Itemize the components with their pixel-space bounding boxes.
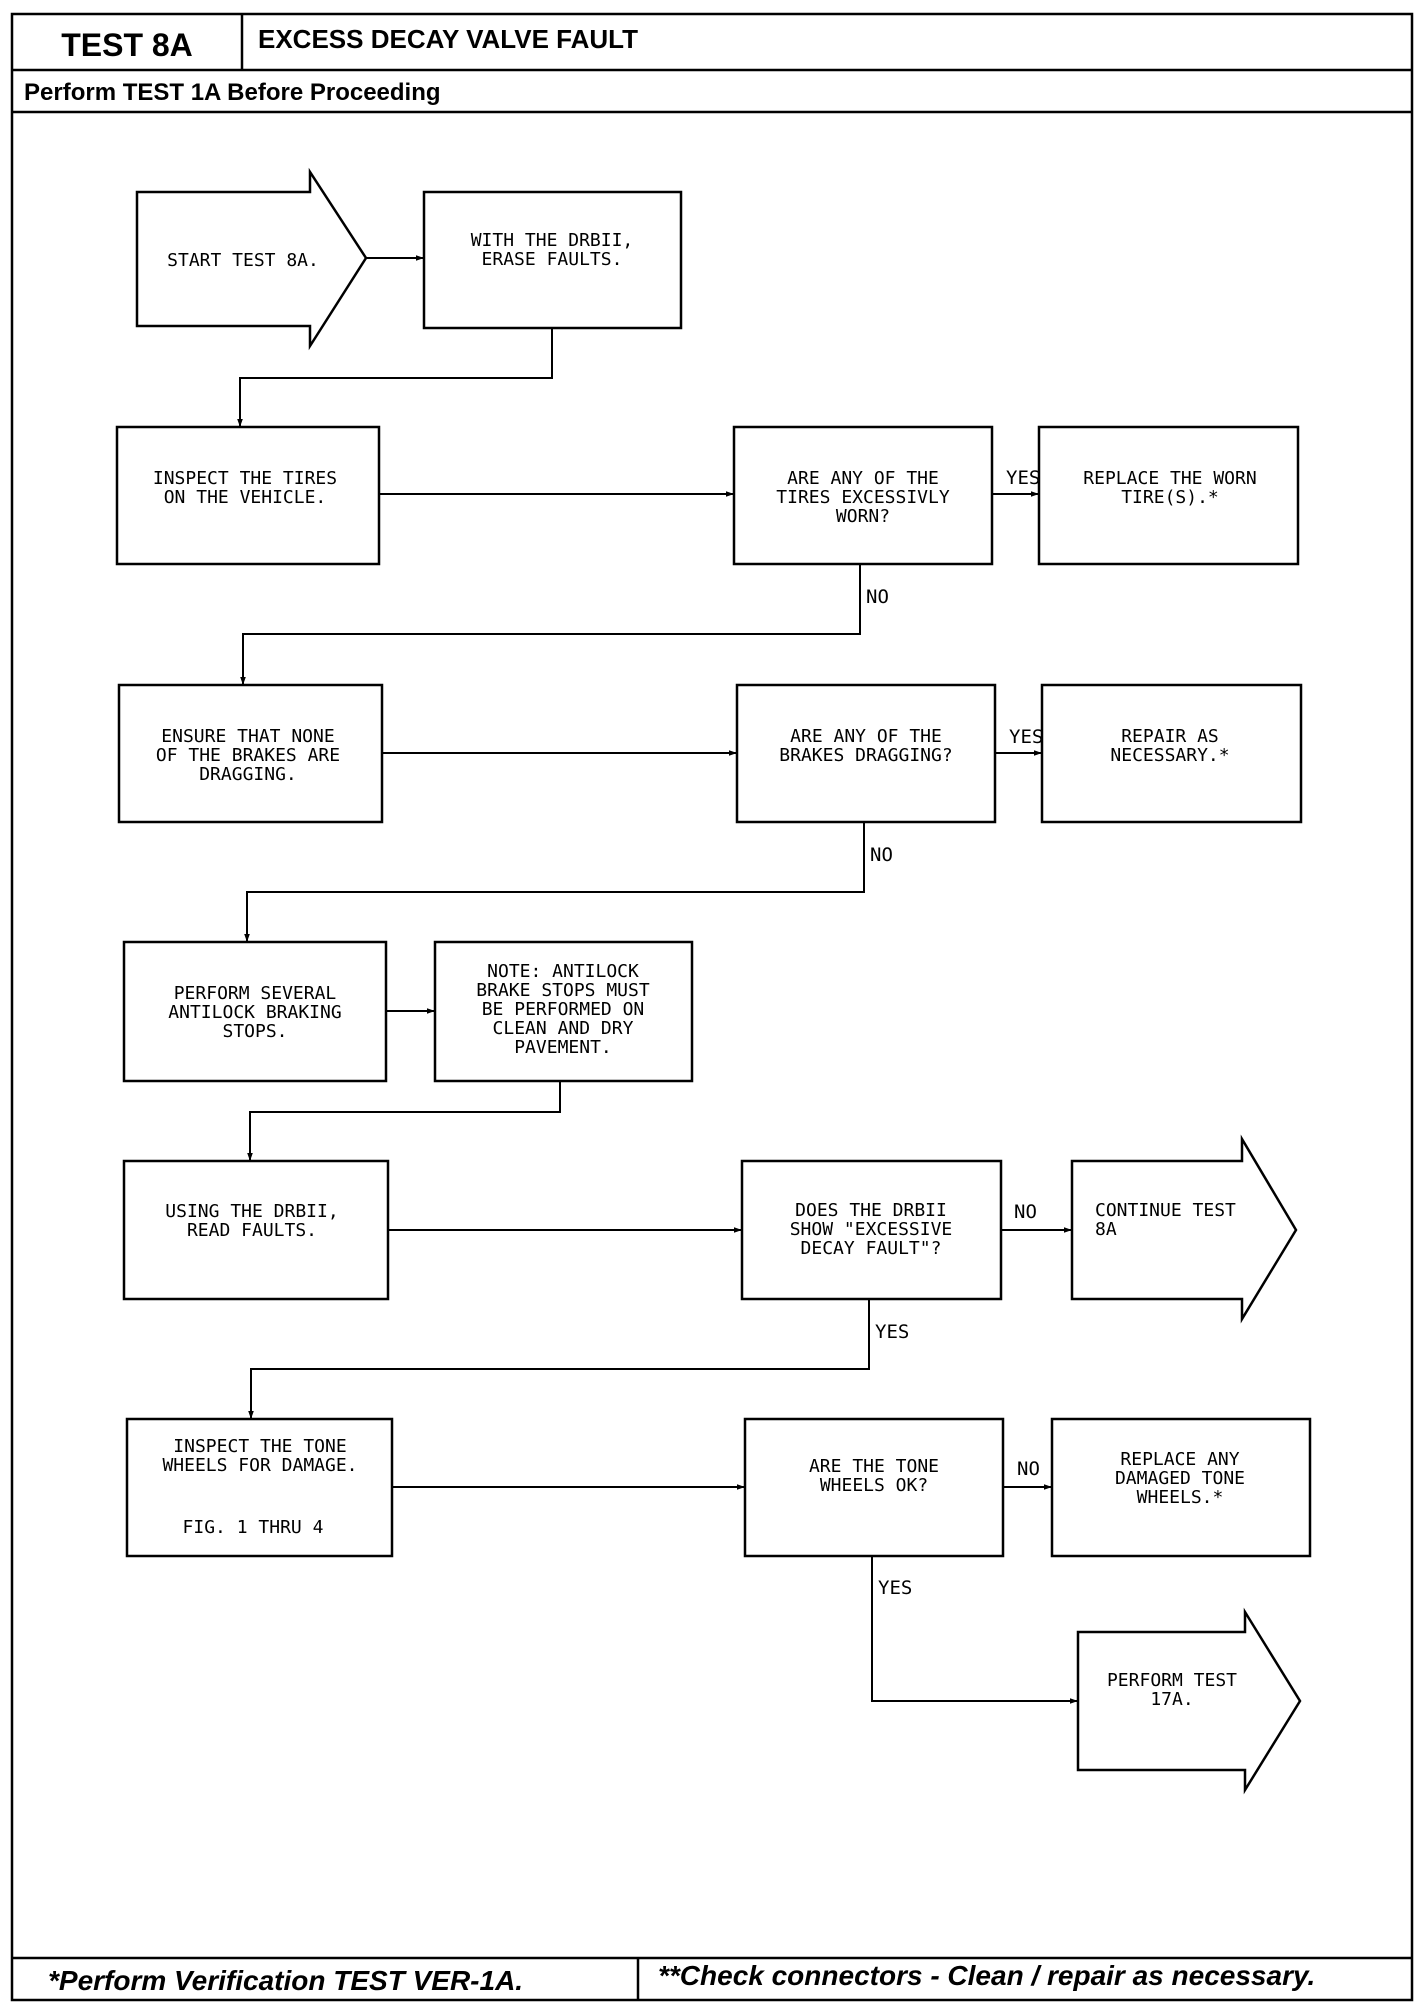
label-fault-yes: YES xyxy=(875,1321,909,1343)
label-fault-no: NO xyxy=(1014,1201,1037,1223)
perform-17a-text-line: 17A. xyxy=(1150,1689,1193,1710)
connector-fault-yes xyxy=(248,1299,870,1419)
fault-question-text-line: DOES THE DRBII xyxy=(795,1200,947,1221)
ensure-brakes-text-line: OF THE BRAKES ARE xyxy=(156,745,340,766)
erase-text: WITH THE DRBII,ERASE FAULTS. xyxy=(471,230,634,270)
tone-question-text-line: WHEELS OK? xyxy=(820,1475,928,1496)
replace-tires-text-line: TIRE(S).* xyxy=(1121,487,1219,508)
replace-tone-text-line: DAMAGED TONE xyxy=(1115,1468,1245,1489)
repair-text-line: NECESSARY.* xyxy=(1110,745,1229,766)
start-arrow xyxy=(135,167,368,351)
read-faults-text: USING THE DRBII,READ FAULTS. xyxy=(165,1201,338,1241)
label-tires-no: NO xyxy=(866,586,889,608)
footer-note-right: **Check connectors - Clean / repair as n… xyxy=(658,1960,1315,1991)
perform-17a-text-line: PERFORM TEST xyxy=(1107,1670,1237,1691)
erase-faults-box xyxy=(422,190,683,330)
replace-tone-box xyxy=(1050,1417,1312,1558)
brakes-dragging-decision xyxy=(735,683,997,824)
inspect-tone-text-line: WHEELS FOR DAMAGE. xyxy=(162,1455,357,1476)
repair-text-line: REPAIR AS xyxy=(1121,726,1219,747)
repair-box xyxy=(1040,683,1303,824)
page-title: EXCESS DECAY VALVE FAULT xyxy=(258,24,638,54)
read-faults-box xyxy=(122,1159,390,1301)
connector-note-read xyxy=(247,1081,561,1161)
inspect-tires-text-line: INSPECT THE TIRES xyxy=(153,468,337,489)
fault-question-text-line: DECAY FAULT"? xyxy=(801,1238,942,1259)
label-tone-yes: YES xyxy=(878,1577,912,1599)
continue-text-line: CONTINUE TEST xyxy=(1095,1200,1236,1221)
decay-fault-decision xyxy=(740,1159,1003,1301)
test-id: TEST 8A xyxy=(61,27,193,63)
connector-brakes-no xyxy=(244,822,865,942)
brakes-question-text-line: ARE ANY OF THE xyxy=(790,726,942,747)
note-text-line: CLEAN AND DRY xyxy=(493,1018,634,1039)
label-brakes-yes: YES xyxy=(1009,726,1043,748)
start-text-line: START TEST 8A. xyxy=(167,250,319,271)
ensure-brakes-text-line: DRAGGING. xyxy=(199,764,297,785)
footer-note-left: *Perform Verification TEST VER-1A. xyxy=(48,1965,523,1996)
replace-tone-text-line: WHEELS.* xyxy=(1137,1487,1224,1508)
note-text-line: PAVEMENT. xyxy=(514,1037,612,1058)
note-text-line: BRAKE STOPS MUST xyxy=(476,980,650,1001)
erase-text-line: ERASE FAULTS. xyxy=(482,249,623,270)
tires-worn-decision xyxy=(732,425,994,566)
inspect-tone-box xyxy=(125,1417,394,1558)
note-text-line: NOTE: ANTILOCK xyxy=(487,961,639,982)
perform-stops-text-line: PERFORM SEVERAL xyxy=(174,983,337,1004)
start-text: START TEST 8A. xyxy=(167,250,319,271)
figure-reference: FIG. 1 THRU 4 xyxy=(183,1517,324,1538)
label-brakes-no: NO xyxy=(870,844,893,866)
tires-question-text-line: WORN? xyxy=(836,506,890,527)
continue-test-arrow xyxy=(1070,1134,1298,1324)
tires-question-text-line: TIRES EXCESSIVLY xyxy=(776,487,950,508)
replace-tires-box xyxy=(1037,425,1300,566)
note-text-line: BE PERFORMED ON xyxy=(482,999,645,1020)
inspect-tires-box xyxy=(115,425,381,566)
inspect-tires-text-line: ON THE VEHICLE. xyxy=(164,487,327,508)
continue-text-line: 8A xyxy=(1095,1219,1117,1240)
read-faults-text-line: USING THE DRBII, xyxy=(165,1201,338,1222)
fault-question-text-line: SHOW "EXCESSIVE xyxy=(790,1219,953,1240)
tone-question-text-line: ARE THE TONE xyxy=(809,1456,939,1477)
tires-question-text-line: ARE ANY OF THE xyxy=(787,468,939,489)
erase-text-line: WITH THE DRBII, xyxy=(471,230,634,251)
ensure-brakes-box xyxy=(117,683,384,824)
label-tires-yes: YES xyxy=(1006,467,1040,489)
brakes-question-text-line: BRAKES DRAGGING? xyxy=(779,745,952,766)
perform-17a-arrow xyxy=(1076,1607,1302,1795)
perform-stops-box xyxy=(122,940,388,1083)
perform-stops-text-line: ANTILOCK BRAKING xyxy=(168,1002,341,1023)
connector-tone-yes xyxy=(871,1556,1078,1704)
label-tone-no: NO xyxy=(1017,1458,1040,1480)
read-faults-text-line: READ FAULTS. xyxy=(187,1220,317,1241)
replace-tone-text-line: REPLACE ANY xyxy=(1120,1449,1239,1470)
tone-wheels-decision xyxy=(743,1417,1005,1558)
page-subtitle: Perform TEST 1A Before Proceeding xyxy=(24,79,441,106)
connector-erase-inspect xyxy=(237,328,553,427)
page-frame xyxy=(10,12,1414,2002)
replace-tires-text-line: REPLACE THE WORN xyxy=(1083,468,1256,489)
ensure-brakes-text-line: ENSURE THAT NONE xyxy=(161,726,334,747)
perform-stops-text-line: STOPS. xyxy=(222,1021,287,1042)
inspect-tone-text-line: INSPECT THE TONE xyxy=(173,1436,346,1457)
connector-tires-no xyxy=(240,564,861,685)
